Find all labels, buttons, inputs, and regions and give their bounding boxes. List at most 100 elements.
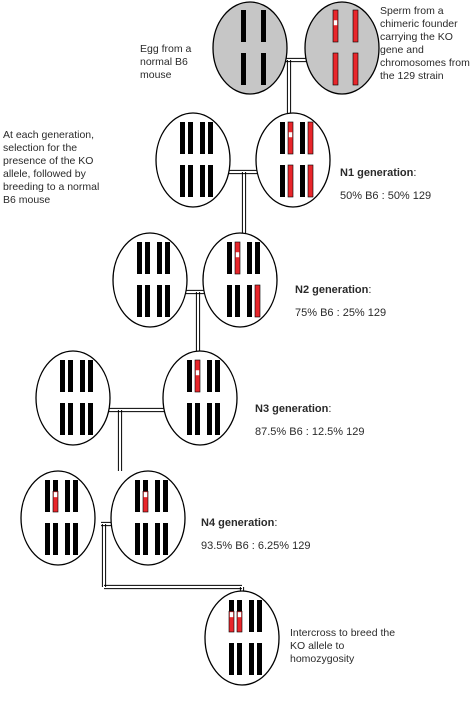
n1-offspring-cell-chromosome-0-0 <box>280 122 285 154</box>
n2-b6-parent-cell-chromosome-3-1 <box>165 285 170 317</box>
n3-offspring-cell-chromosome-3-0 <box>207 403 212 435</box>
sperm-caption: Sperm from a chimeric founder carrying t… <box>380 5 470 82</box>
egg-cell <box>212 1 288 95</box>
n4-offspring-cell-a-chromosome-0-0 <box>45 480 50 512</box>
n2-offspring-cell-chromosome-0-1 <box>234 241 241 275</box>
cross-n3-stem <box>117 410 123 471</box>
n4-offspring-cell-a-chromosome-0-1-129-segment <box>52 490 59 513</box>
homozygous-ko-cell-chromosome-1-0 <box>249 600 254 632</box>
n1-b6-parent-cell-chromosome-0-1 <box>188 122 193 154</box>
n3-offspring-cell-chromosome-3-1 <box>215 403 220 435</box>
n1-offspring-cell-chromosome-2-1 <box>287 164 294 198</box>
n2-generation-ratio: 75% B6 : 25% 129 <box>295 307 387 319</box>
egg-cell-chromosome-3-0 <box>261 53 266 85</box>
n3-offspring-cell-chromosome-0-1-ko-marker <box>195 370 200 376</box>
sperm-cell-chromosome-1-0 <box>352 9 359 43</box>
n4-offspring-cell-a <box>20 470 96 566</box>
n1-generation-title: N1 generation <box>340 167 414 179</box>
n4-offspring-cell-a-chromosome-3-1 <box>73 523 78 555</box>
egg-cell-chromosome-2-0 <box>241 53 246 85</box>
n3-offspring-cell-chromosome-0-1 <box>194 359 201 393</box>
n1-b6-parent-cell-chromosome-3-1 <box>208 165 213 197</box>
n2-b6-parent-cell-chromosome-0-1 <box>145 242 150 274</box>
n3-b6-parent-cell-chromosome-3-1 <box>88 403 93 435</box>
intercross-run <box>104 584 242 590</box>
n3-b6-parent-cell-chromosome-2-1 <box>68 403 73 435</box>
n2-b6-parent-cell <box>112 232 188 328</box>
n4-offspring-cell-a-chromosome-2-0 <box>45 523 50 555</box>
n4-generation-ratio: 93.5% B6 : 6.25% 129 <box>201 540 311 552</box>
homozygous-ko-cell-chromosome-3-0 <box>249 643 254 675</box>
n1-b6-parent-cell-chromosome-2-1 <box>188 165 193 197</box>
n3-b6-parent-cell-chromosome-1-0 <box>80 360 85 392</box>
n4-offspring-cell-a-chromosome-2-1 <box>53 523 58 555</box>
n3-generation-ratio: 87.5% B6 : 12.5% 129 <box>255 426 365 438</box>
n2-offspring-cell-chromosome-2-0 <box>227 285 232 317</box>
n3-generation-title: N3 generation <box>255 403 329 415</box>
n1-b6-parent-cell <box>155 112 231 208</box>
n4-offspring-cell-b-chromosome-2-0 <box>135 523 140 555</box>
n1-b6-parent-cell-chromosome-0-0 <box>180 122 185 154</box>
n1-b6-parent-cell-chromosome-3-0 <box>200 165 205 197</box>
egg-cell-chromosome-0-0 <box>241 10 246 42</box>
homozygous-ko-cell-chromosome-3-1 <box>257 643 262 675</box>
n2-offspring-cell-chromosome-0-0 <box>227 242 232 274</box>
n2-offspring-cell-chromosome-1-1 <box>255 242 260 274</box>
sperm-cell-membrane <box>304 1 380 95</box>
n4-offspring-cell-b-chromosome-2-1 <box>143 523 148 555</box>
egg-cell-chromosome-1-0 <box>261 10 266 42</box>
sperm-cell-chromosome-0-0-ko-marker <box>333 20 338 26</box>
homozygous-ko-cell-chromosome-2-1 <box>237 643 242 675</box>
cross-n2-stem <box>195 292 201 351</box>
cross-n1-stem <box>241 172 247 233</box>
n2-b6-parent-cell-chromosome-1-1 <box>165 242 170 274</box>
n4-offspring-cell-b-chromosome-3-0 <box>155 523 160 555</box>
n2-generation-label: N2 generation: 75% B6 : 25% 129 <box>295 284 387 319</box>
n3-offspring-cell-chromosome-1-1 <box>215 360 220 392</box>
n3-b6-parent-cell <box>35 350 111 446</box>
intercross-stem <box>101 524 107 587</box>
homozygous-ko-cell-chromosome-2-0 <box>229 643 234 675</box>
n2-offspring-cell-chromosome-2-1 <box>235 285 240 317</box>
sperm-cell <box>304 1 380 95</box>
n4-offspring-cell-a-chromosome-0-1-b6-segment <box>53 480 58 492</box>
n3-offspring-cell-chromosome-2-0 <box>187 403 192 435</box>
homozygous-ko-cell-chromosome-0-1-b6-segment <box>237 600 242 612</box>
homozygous-ko-cell-chromosome-0-0-b6-segment <box>229 600 234 612</box>
n3-offspring-cell-chromosome-1-0 <box>207 360 212 392</box>
intercross-caption: Intercross to breed the KO allele to hom… <box>290 627 396 665</box>
n2-offspring-cell-chromosome-3-1 <box>254 284 261 318</box>
n3-offspring-cell <box>162 350 238 446</box>
n4-generation-label: N4 generation: 93.5% B6 : 6.25% 129 <box>201 517 311 552</box>
egg-cell-membrane <box>212 1 288 95</box>
egg-caption: Egg from a normal B6 mouse <box>140 43 192 81</box>
n3-offspring-cell-chromosome-0-0 <box>187 360 192 392</box>
n2-b6-parent-cell-chromosome-0-0 <box>137 242 142 274</box>
n1-offspring-cell-chromosome-3-0 <box>300 165 305 197</box>
n1-offspring-cell-chromosome-1-1 <box>307 121 314 155</box>
n2-b6-parent-cell-chromosome-2-1 <box>145 285 150 317</box>
n2-b6-parent-cell-chromosome-2-0 <box>137 285 142 317</box>
n1-generation-ratio: 50% B6 : 50% 129 <box>340 190 432 202</box>
n2-offspring-cell-chromosome-0-1-ko-marker <box>235 252 240 258</box>
n2-generation-title: N2 generation <box>295 284 369 296</box>
n2-offspring-cell <box>202 232 278 328</box>
sperm-cell-chromosome-3-0 <box>352 52 359 86</box>
n4-offspring-cell-a-chromosome-3-0 <box>65 523 70 555</box>
n4-generation-title: N4 generation <box>201 517 275 529</box>
n4-offspring-cell-b-chromosome-0-1-129-segment <box>142 490 149 513</box>
homozygous-ko-cell-chromosome-1-1 <box>257 600 262 632</box>
n3-generation-label: N3 generation: 87.5% B6 : 12.5% 129 <box>255 403 365 438</box>
n1-b6-parent-cell-chromosome-1-0 <box>200 122 205 154</box>
n1-generation-label: N1 generation: 50% B6 : 50% 129 <box>340 167 432 202</box>
n4-offspring-cell-a-chromosome-1-1 <box>73 480 78 512</box>
n3-b6-parent-cell-chromosome-2-0 <box>60 403 65 435</box>
n3-b6-parent-cell-chromosome-0-1 <box>68 360 73 392</box>
n4-offspring-cell-a-chromosome-1-0 <box>65 480 70 512</box>
n1-offspring-cell-chromosome-1-0 <box>300 122 305 154</box>
n1-b6-parent-cell-chromosome-1-1 <box>208 122 213 154</box>
selection-caption: At each generation, selection for the pr… <box>3 129 100 206</box>
n1-offspring-cell-chromosome-2-0 <box>280 165 285 197</box>
homozygous-ko-cell <box>204 590 280 686</box>
